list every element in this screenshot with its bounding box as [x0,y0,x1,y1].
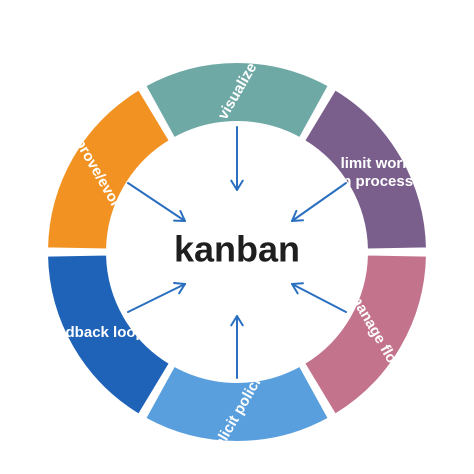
arrow-head [173,210,186,222]
segment-limit-label-line: limit work [341,155,412,172]
arrows-layer [127,126,347,379]
segment-feedback-label: feedback loops [44,324,153,341]
arrow-icon [127,182,186,222]
segment-improve-shape [46,87,172,251]
arrow-head [291,282,304,295]
segment-policies-shape [143,364,331,443]
arrow-shaft [291,182,347,222]
arrow-head [230,179,244,191]
segment-visualize: visualize [143,60,331,140]
arrow-icon [291,182,347,222]
arrow-head [230,315,244,327]
arrow-shaft [291,283,347,313]
segment-improve: improve/evolve [46,87,172,251]
arrow-head [291,209,304,222]
segment-limit-shape [302,87,428,251]
arrow-icon [127,281,186,313]
segment-feedback: feedback loops [44,253,172,417]
arrow-head [173,281,186,295]
segment-feedback-label-line: feedback loops [44,324,153,341]
center-title: kanban [174,229,300,270]
arrow-icon [230,315,244,379]
arrow-shaft [127,283,186,313]
segment-feedback-shape [46,253,172,417]
arrow-icon [230,126,244,191]
arrow-shaft [127,182,186,222]
segment-manage: manage flow [302,253,428,417]
arrow-icon [291,282,347,313]
segment-limit-label-line: in process [338,173,413,190]
segment-manage-shape [302,253,428,417]
segment-visualize-shape [143,61,331,140]
